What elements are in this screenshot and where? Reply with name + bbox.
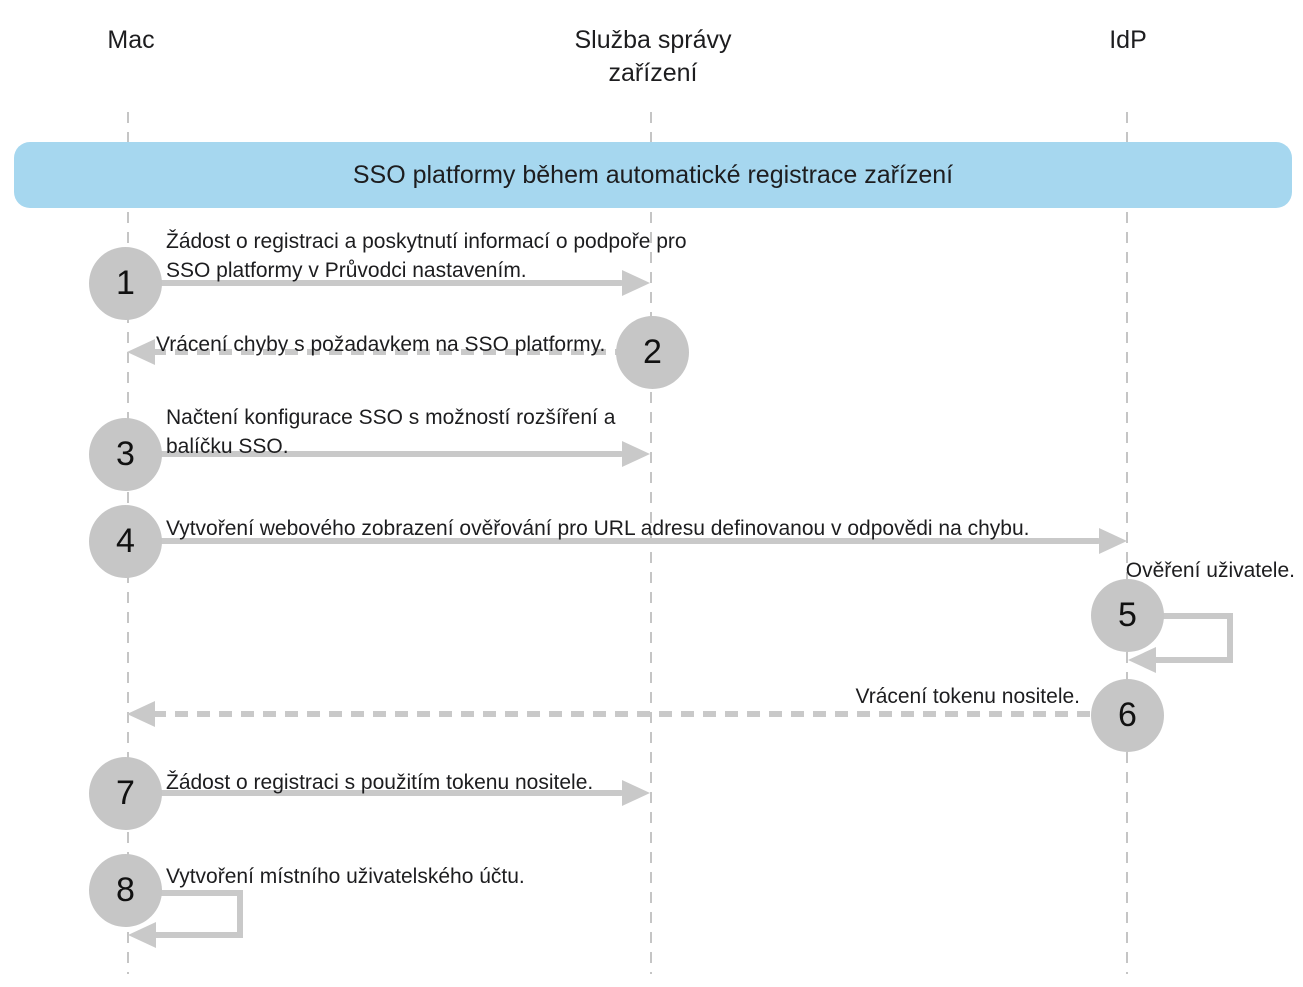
arrow-step-6 — [153, 711, 1092, 717]
step-7-label: Žádost o registraci s použitím tokenu no… — [166, 771, 594, 794]
actor-label-idp: IdP — [1109, 26, 1147, 54]
step-8-node: 8 — [89, 854, 162, 927]
arrow-step-7 — [152, 790, 624, 796]
step-6-label: Vrácení tokenu nositele. — [855, 685, 1080, 708]
arrow-step-1 — [152, 280, 624, 286]
step-3-node: 3 — [89, 418, 162, 491]
step-4-node: 4 — [89, 505, 162, 578]
step-5-node: 5 — [1091, 579, 1164, 652]
arrow-step-4 — [152, 538, 1101, 544]
arrowhead-step-1 — [622, 270, 650, 296]
arrow-step-2 — [153, 349, 618, 355]
arrowhead-step-7 — [622, 780, 650, 806]
step-1-node: 1 — [89, 247, 162, 320]
actor-label-device-management: Služba správy zařízení — [574, 26, 732, 87]
self-loop-step-5 — [1135, 613, 1233, 663]
step-2-node: 2 — [616, 316, 689, 389]
step-3-label: Načtení konfigurace SSO s možností rozší… — [166, 406, 616, 458]
title-banner: SSO platformy během automatické registra… — [14, 142, 1292, 208]
arrowhead-step-4 — [1099, 528, 1127, 554]
step-8-label: Vytvoření místního uživatelského účtu. — [166, 865, 525, 888]
diagram-title: SSO platformy během automatické registra… — [352, 160, 954, 189]
self-loop-step-8 — [140, 890, 243, 938]
arrowhead-step-8 — [128, 922, 156, 948]
step-2-label: Vrácení chyby s požadavkem na SSO platfo… — [156, 333, 606, 356]
arrowhead-step-2 — [127, 339, 155, 365]
step-7-node: 7 — [89, 757, 162, 830]
arrowhead-step-3 — [622, 441, 650, 467]
lifeline-idp — [1126, 112, 1128, 974]
arrow-step-3 — [152, 451, 624, 457]
arrowhead-step-6 — [127, 701, 155, 727]
actor-label-mac: Mac — [107, 26, 155, 54]
step-5-label: Ověření uživatele. — [1125, 559, 1295, 582]
step-6-node: 6 — [1091, 679, 1164, 752]
step-4-label: Vytvoření webového zobrazení ověřování p… — [166, 517, 1030, 540]
step-1-label: Žádost o registraci a poskytnutí informa… — [166, 230, 687, 282]
